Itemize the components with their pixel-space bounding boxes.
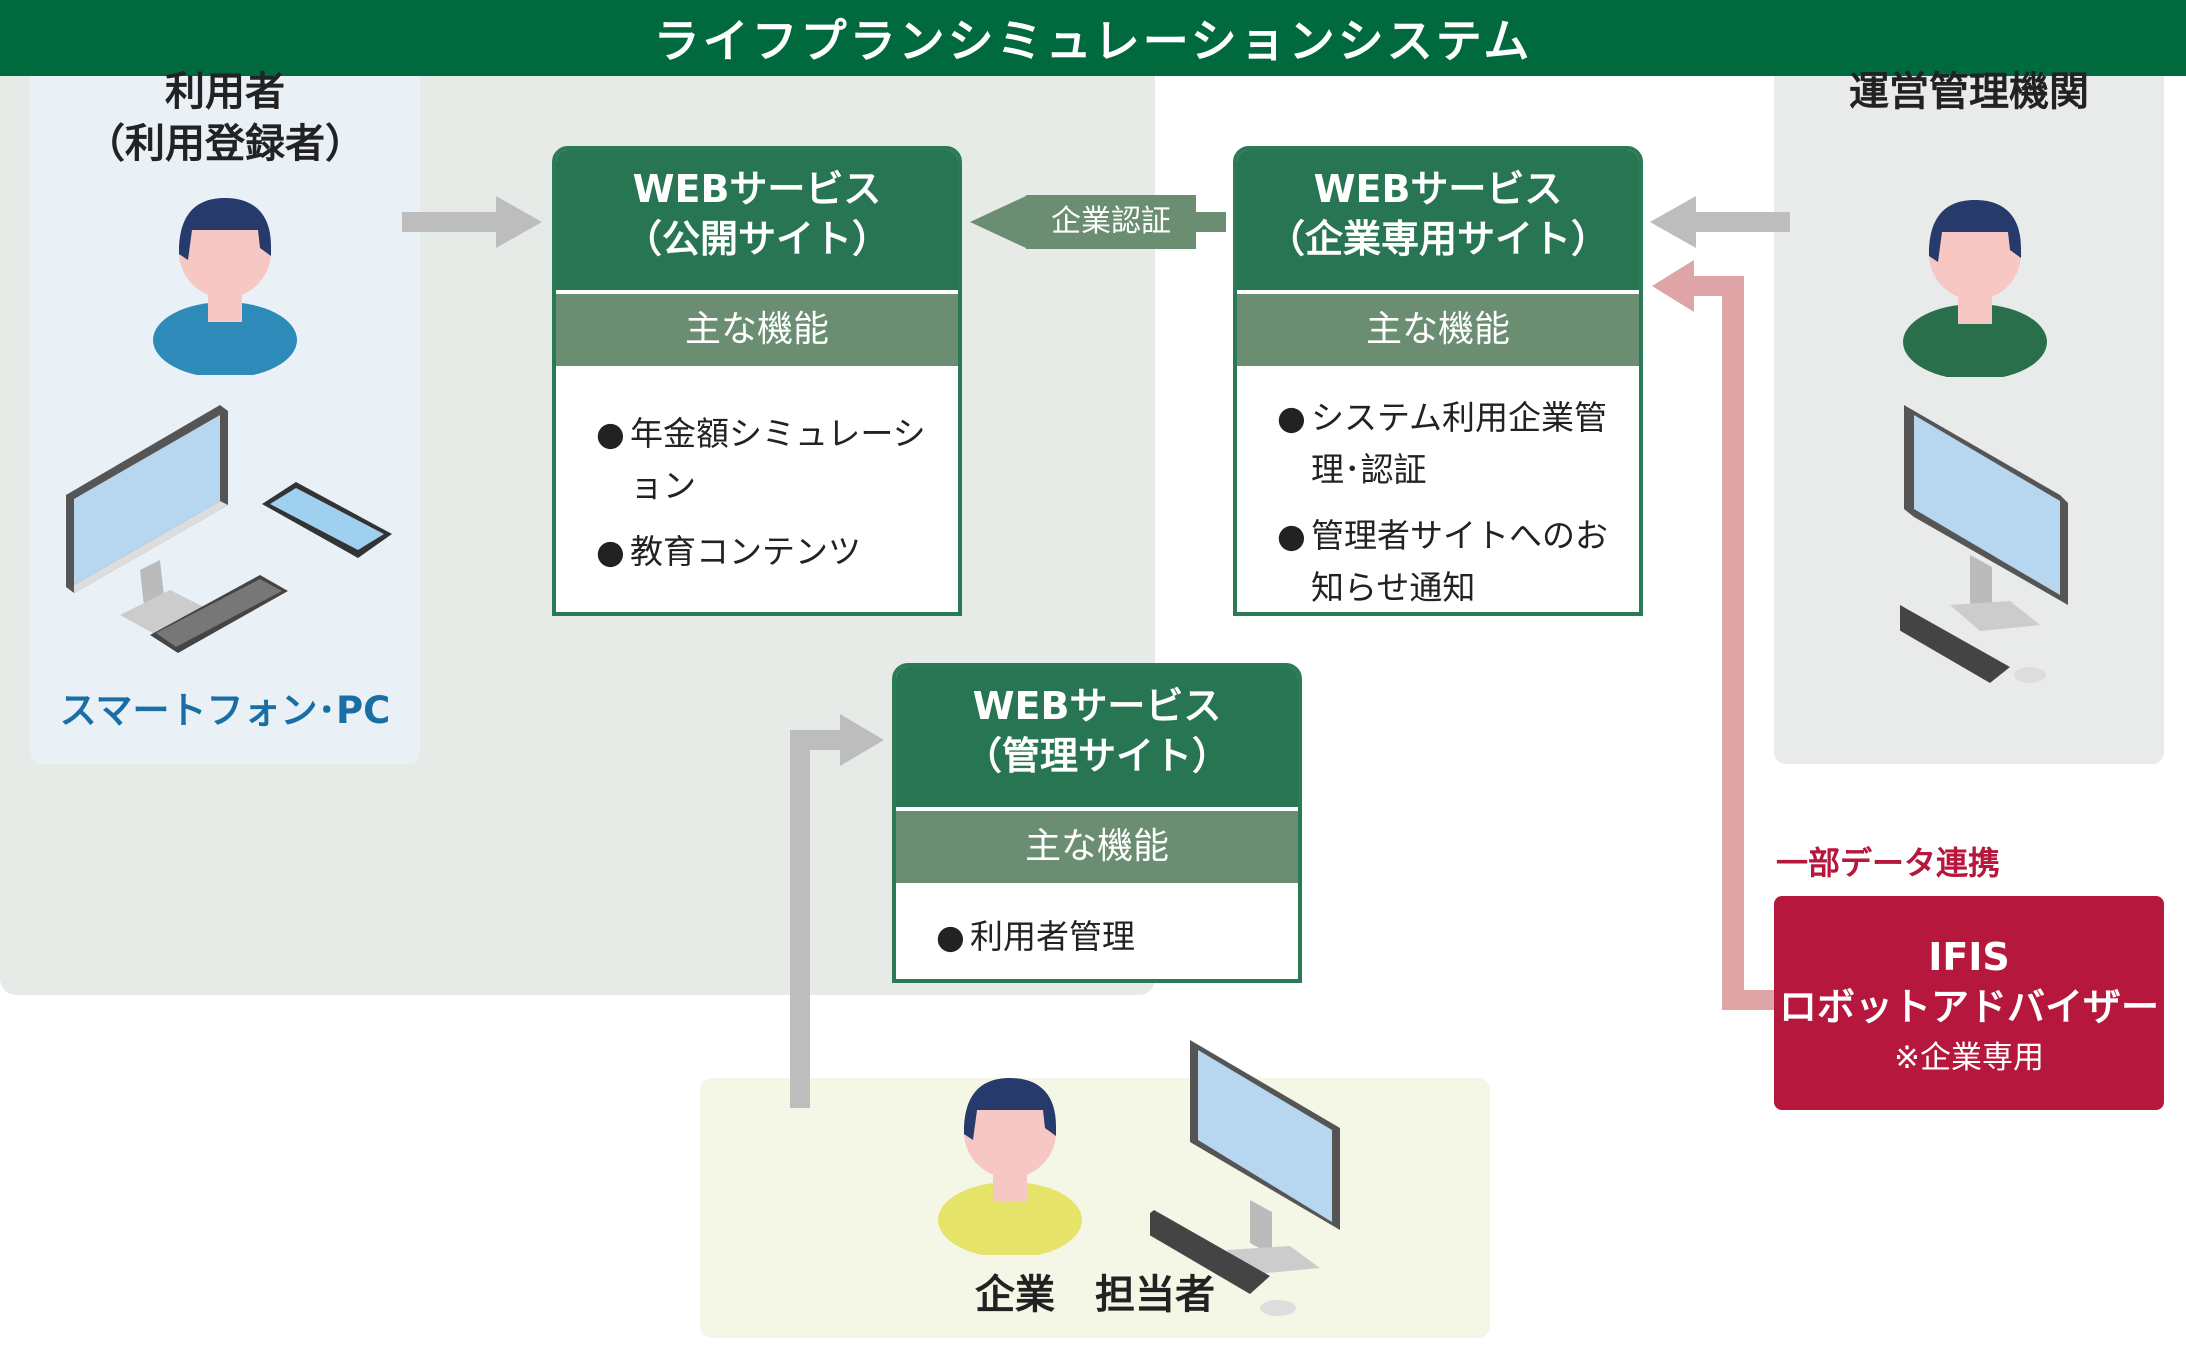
user-person-icon [153,198,297,375]
arrow-ifis-to-corporate [1652,260,1778,1010]
feature-item: 教育コンテンツ [596,526,928,578]
auth-connector-label: 企業認証 [1026,195,1196,249]
service-corporate-features: システム利用企業管理･認証 管理者サイトへのお知らせ通知 [1237,366,1639,612]
company-monitor-icon [1150,1040,1340,1316]
company-panel [700,1078,1490,1338]
admin-label: 運営管理機関 [1849,69,2089,115]
service-corporate-features-label: 主な機能 [1237,290,1639,366]
company-label: 企業 担当者 [975,1272,1215,1318]
feature-item: 利用者管理 [936,911,1268,963]
ifis-robot-advisor-box: IFIS ロボットアドバイザー ※企業専用 [1774,896,2164,1110]
service-corporate-title-line2: （企業専用サイト） [1266,217,1609,261]
admin-person-icon [1903,200,2047,377]
service-admin-header: WEBサービス （管理サイト） [896,667,1298,807]
service-public-features-label: 主な機能 [556,290,958,366]
service-admin-features-label: 主な機能 [896,807,1298,883]
service-corporate-title-line1: WEBサービス [1313,167,1563,211]
ifis-title: IFIS [1928,935,2010,979]
service-admin-title-line2: （管理サイト） [963,734,1230,778]
service-corporate-header: WEBサービス （企業専用サイト） [1237,150,1639,290]
ifis-subtitle: ロボットアドバイザー [1778,985,2159,1029]
user-label-line1: 利用者 [165,69,285,115]
user-panel [30,22,420,764]
smartphone-icon [262,482,392,558]
service-admin-title-line1: WEBサービス [972,684,1222,728]
admin-panel [1774,22,2164,764]
feature-item: 年金額シミュレーション [596,408,928,512]
data-link-label: 一部データ連携 [1776,844,2001,882]
company-person-icon [938,1078,1082,1255]
service-public-features: 年金額シミュレーション 教育コンテンツ [556,366,958,612]
admin-monitor-icon [1900,405,2068,683]
service-admin-features: 利用者管理 [896,883,1298,979]
user-label-line2: （利用登録者） [85,121,365,167]
device-caption: スマートフォン･PC [59,689,391,732]
service-public-header: WEBサービス （公開サイト） [556,150,958,290]
user-label: 利用者 （利用登録者） [30,66,420,170]
system-title: ライフプランシミュレーションシステム [0,0,2186,76]
feature-item: システム利用企業管理･認証 [1277,392,1609,496]
service-admin-site: WEBサービス （管理サイト） 主な機能 利用者管理 [892,663,1302,983]
service-public-title-line1: WEBサービス [632,167,882,211]
arrow-admin-to-corporate [1650,196,1790,248]
ifis-note: ※企業専用 [1894,1040,2044,1076]
service-public-site: WEBサービス （公開サイト） 主な機能 年金額シミュレーション 教育コンテンツ [552,146,962,616]
service-corporate-site: WEBサービス （企業専用サイト） 主な機能 システム利用企業管理･認証 管理者… [1233,146,1643,616]
service-public-title-line2: （公開サイト） [623,217,890,261]
feature-item: 管理者サイトへのお知らせ通知 [1277,510,1609,612]
user-monitor-icon [66,405,288,653]
